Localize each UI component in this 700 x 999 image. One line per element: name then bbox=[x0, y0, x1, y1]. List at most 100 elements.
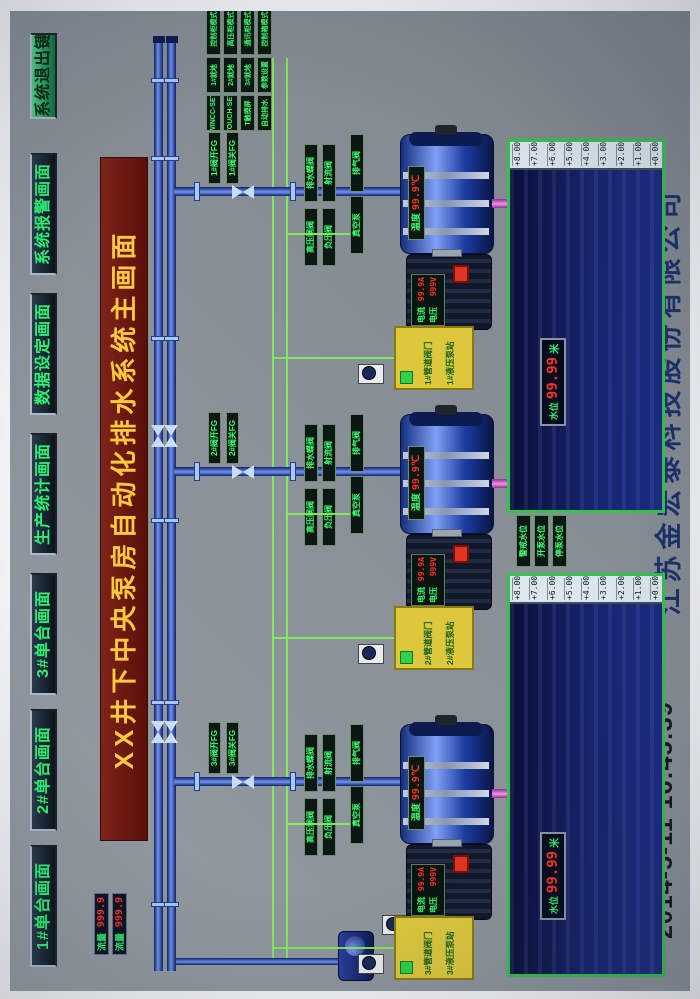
mode-cell[interactable]: 2#就地 bbox=[223, 57, 238, 93]
mode-cell[interactable]: 自动排水 bbox=[257, 95, 272, 131]
emergency-stop-button[interactable] bbox=[453, 265, 469, 283]
pipe-flange-icon bbox=[164, 518, 179, 523]
water-level-readout: 水位 99.99 米 bbox=[540, 832, 566, 920]
butterfly-valve-indicator: 排水蝶阀 bbox=[304, 734, 318, 792]
mode-cell[interactable]: 控制柜模式 bbox=[206, 11, 221, 55]
temp-label: 温度 bbox=[411, 213, 421, 232]
scale-tick: +5.00 bbox=[563, 575, 574, 600]
vacuum-pump-indicator: 真空泵 bbox=[350, 476, 364, 534]
current-label: 电流 bbox=[416, 587, 426, 603]
vacuum-gauge-icon bbox=[358, 954, 384, 974]
level-unit: 米 bbox=[549, 837, 561, 848]
exhaust-valve-indicator: 排气阀 bbox=[350, 414, 364, 472]
main-valve-icon[interactable] bbox=[164, 721, 179, 743]
coupling bbox=[432, 249, 462, 257]
menu-button-system-alarm[interactable]: 系统报警画面 bbox=[30, 153, 57, 275]
pipe-flange-icon bbox=[164, 336, 179, 341]
branch-valve-icon[interactable] bbox=[232, 184, 254, 199]
main-valve-icon[interactable] bbox=[164, 425, 179, 447]
current-value: 99.9A bbox=[416, 867, 426, 892]
menu-button-unit1[interactable]: 1#单台画面 bbox=[30, 845, 57, 967]
branch-pipe bbox=[174, 187, 402, 196]
valve-open-indicator: 3#阀开FG bbox=[208, 722, 221, 774]
branch-valve-icon[interactable] bbox=[232, 774, 254, 789]
pipe-flange-icon bbox=[164, 156, 179, 161]
mode-cell[interactable]: T触摸屏 bbox=[240, 95, 255, 131]
pipe-flange-icon bbox=[194, 772, 200, 791]
level-scale: +8.00 +7.00 +6.00 +5.00 +4.00 +3.00 +2.0… bbox=[510, 576, 662, 604]
pump-control-panel[interactable]: 3#管道阀门 3#液压泵站 bbox=[394, 916, 474, 980]
status-square-icon bbox=[400, 961, 413, 974]
mode-cell[interactable]: 高压柜模式 bbox=[223, 11, 238, 55]
scale-tick: +7.00 bbox=[529, 141, 540, 166]
pipe-flange-icon bbox=[164, 902, 179, 907]
mode-cell[interactable]: TOUCH-SET bbox=[223, 95, 238, 131]
system-exit-button[interactable]: 系统退出键 bbox=[30, 33, 57, 119]
pump-control-panel[interactable]: 2#管道阀门 2#液压泵站 bbox=[394, 606, 474, 670]
level-label: 水位 bbox=[548, 402, 559, 421]
scale-tick: +0.00 bbox=[650, 575, 660, 600]
panel-line1: 2#管道阀门 bbox=[423, 621, 433, 665]
menu-button-unit3[interactable]: 3#单台画面 bbox=[30, 573, 57, 695]
mode-cell[interactable]: 控制箱模式 bbox=[257, 11, 272, 55]
status-square-icon bbox=[400, 651, 413, 664]
main-pipe-upper bbox=[154, 39, 163, 971]
emergency-stop-button[interactable] bbox=[453, 545, 469, 563]
temp-label: 温度 bbox=[411, 493, 421, 512]
valve-close-indicator: 3#阀关FG bbox=[226, 722, 239, 774]
discharge-nozzle bbox=[435, 125, 457, 135]
signal-line bbox=[272, 637, 394, 639]
main-pipe-lower bbox=[167, 39, 176, 971]
water-surface bbox=[510, 576, 662, 974]
pump-control-panel[interactable]: 1#管道阀门 1#液压泵站 bbox=[394, 326, 474, 390]
pipe-flange-icon bbox=[164, 78, 179, 83]
pipe-flange-icon bbox=[194, 182, 200, 201]
negative-pressure-valve-indicator: 负压阀 bbox=[322, 208, 336, 266]
butterfly-valve-indicator: 排水蝶阀 bbox=[304, 144, 318, 202]
temperature-readout: 温度 99.9℃ bbox=[408, 756, 425, 830]
negative-pressure-valve-indicator: 负压阀 bbox=[322, 798, 336, 856]
voltage-label: 电压 bbox=[429, 587, 439, 603]
scale-tick: +4.00 bbox=[581, 141, 591, 166]
water-surface bbox=[510, 142, 662, 510]
flow-label: 流量 bbox=[97, 932, 107, 951]
branch-pipe bbox=[174, 467, 402, 476]
temp-label: 温度 bbox=[411, 803, 421, 822]
mode-cell[interactable]: WINCC-SET bbox=[206, 95, 221, 131]
mode-cell[interactable]: 1#就地 bbox=[206, 57, 221, 93]
mode-cell[interactable]: 参数设置 bbox=[257, 57, 272, 93]
pump-unit-1: 1#阀开FG 1#阀关FG 高压闸阀 排水蝶阀 负压阀 射流阀 真空泵 排气阀 … bbox=[174, 122, 584, 392]
menu-button-unit2[interactable]: 2#单台画面 bbox=[30, 709, 57, 831]
branch-valve-icon[interactable] bbox=[232, 464, 254, 479]
valve-open-indicator: 2#阀开FG bbox=[208, 412, 221, 464]
exhaust-valve-indicator: 排气阀 bbox=[350, 134, 364, 192]
level-unit: 米 bbox=[549, 343, 561, 354]
branch-pipe bbox=[174, 777, 402, 786]
negative-pressure-valve-indicator: 负压阀 bbox=[322, 488, 336, 546]
scale-tick: +1.00 bbox=[632, 575, 643, 600]
signal-line bbox=[272, 947, 394, 949]
temp-value: 99.9℃ bbox=[410, 174, 422, 211]
temp-value: 99.9℃ bbox=[410, 454, 422, 491]
menu-button-production-stats[interactable]: 生产统计画面 bbox=[30, 433, 57, 555]
menu-button-data-settings[interactable]: 数据设定画面 bbox=[30, 293, 57, 415]
vacuum-gauge-icon bbox=[358, 644, 384, 664]
hmi-screen: 1#单台画面 2#单台画面 3#单台画面 生产统计画面 数据设定画面 系统报警画… bbox=[10, 11, 690, 991]
scale-tick: +8.00 bbox=[512, 575, 522, 600]
vacuum-pump-indicator: 真空泵 bbox=[350, 786, 364, 844]
discharge-nozzle bbox=[435, 405, 457, 415]
mode-cell[interactable]: 通讯柜模式 bbox=[240, 11, 255, 55]
vacuum-pump-indicator: 真空泵 bbox=[350, 196, 364, 254]
level-value: 99.99 bbox=[545, 356, 561, 400]
scale-tick: +2.00 bbox=[615, 141, 626, 166]
mode-cell[interactable]: 3#就地 bbox=[240, 57, 255, 93]
pipe-end-cap bbox=[153, 36, 165, 43]
emergency-stop-button[interactable] bbox=[453, 855, 469, 873]
panel-line1: 1#管道阀门 bbox=[423, 341, 433, 385]
flow-value: 999.9 bbox=[114, 897, 125, 928]
